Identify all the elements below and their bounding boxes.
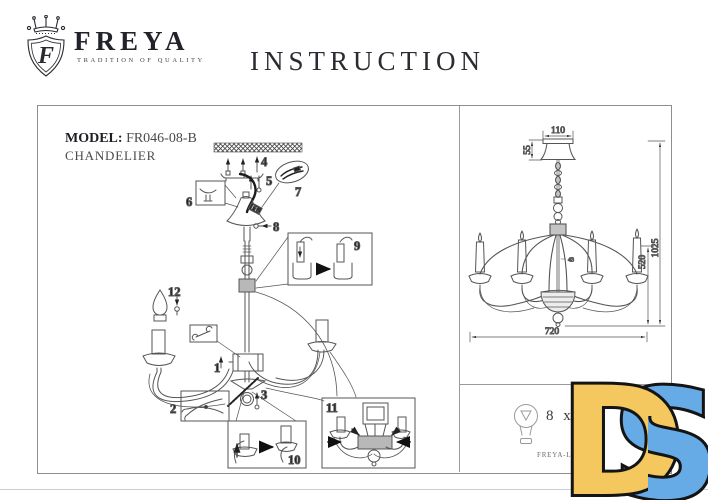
hub-assembly-step-1 [218,353,267,407]
part-label-7: 7 [295,185,301,199]
dim-overall-width [469,331,648,343]
part-label-11: 11 [326,401,338,415]
part-label-12: 12 [168,285,181,299]
model-line: MODEL: FR046-08-B [65,131,197,147]
mounting-screws-step-4 [220,156,264,182]
logo-monogram: F [37,43,54,69]
dim-label-520: 520 [638,255,648,270]
part-label-9: 9 [354,239,360,253]
dim-label-55: 55 [523,145,533,155]
part-label-10: 10 [288,453,301,467]
canopy-front-view [539,138,577,160]
wire-connector-detail-step-7 [261,160,309,208]
canopy-and-wire [226,172,266,226]
vertical-divider [459,106,460,472]
arm-insert-detail-step-10 [227,420,307,469]
content-frame [37,105,672,474]
shield-outline [27,35,65,77]
page-title: INSTRUCTION [250,46,485,76]
pliers-detail-step-2 [180,390,230,422]
assembly-diagram: 4 5 7 6 [142,142,416,469]
arms-to-body-detail-step-11 [321,397,416,469]
footer-code: FREYA-L [537,451,572,459]
chandelier-cage [479,223,638,293]
part-label-1: 1 [214,361,220,375]
stem-screw-step-8 [243,223,272,242]
candle-cup-detail-step-9 [287,232,373,286]
crown-icon [26,15,66,35]
bulb-icon [514,404,538,444]
bulb-count: 8 x [546,408,574,424]
dim-canopy-height [528,139,544,161]
dim-overall-height [647,140,666,325]
dim-canopy-width [542,130,574,142]
dim-label-1025: 1025 [651,238,661,257]
left-arm-and-socket [142,329,234,408]
model-label: MODEL: [65,131,123,146]
right-panel-divider [460,384,671,385]
part-label-4: 4 [261,155,268,169]
right-arm-and-socket [248,319,337,388]
ring-screw-step-3 [240,392,260,410]
part-label-8: 8 [273,220,279,234]
ds-watermark: S D [566,380,708,500]
part-label-5: 5 [266,174,272,188]
brand-tagline: TRADITION OF QUALITY [77,57,205,64]
part-label-6: 6 [186,195,192,209]
wire-through-canopy-detail-step-6 [195,180,239,208]
wrench-detail [189,324,241,358]
dim-label-110: 110 [551,126,565,136]
center-bowl-and-finial [540,289,576,327]
dim-body-height [564,245,666,327]
ceiling-hatch [213,142,303,153]
dim-label-rod: 43 [568,258,574,264]
brand-name: FREYA [74,26,190,56]
dim-label-720: 720 [545,327,560,337]
leader-lines [235,351,357,422]
central-rod [238,236,338,397]
part-label-3: 3 [261,388,267,402]
model-value: FR046-08-B [126,131,197,146]
freya-shield-logo: F [26,15,66,77]
page-bottom-rule [0,489,708,490]
product-category: CHANDELIER [65,148,157,163]
candles-front-view [468,228,649,289]
dimension-drawing: 110 55 [468,126,666,343]
part-label-2: 2 [170,402,176,416]
chain-and-hook [553,159,563,225]
candle-bulb-step-12 [152,289,180,322]
